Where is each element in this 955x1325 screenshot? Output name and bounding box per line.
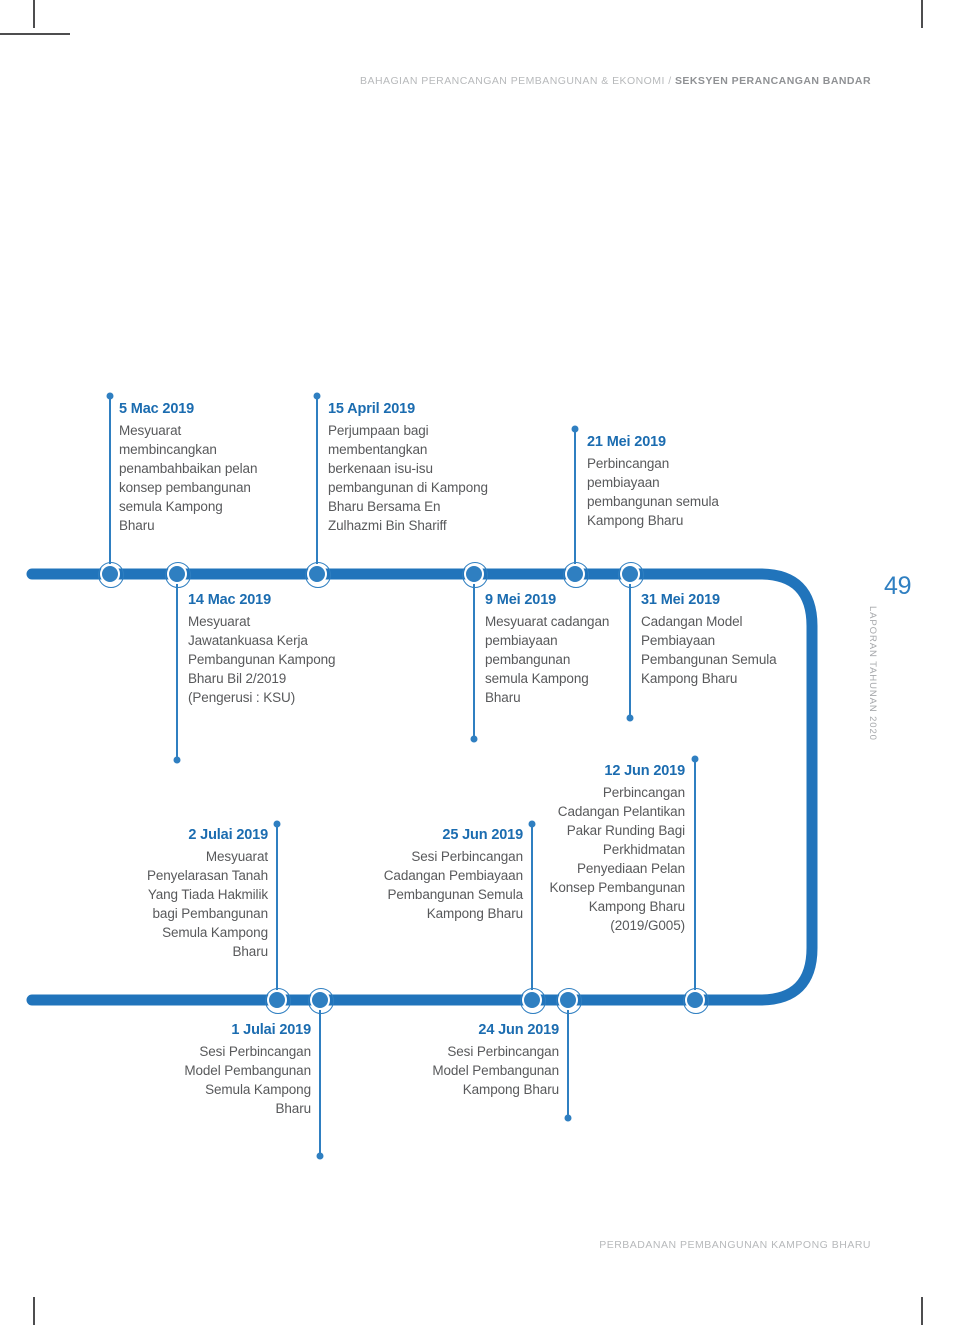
event-description: Mesyuarat cadangan pembiayaan pembanguna… [485,614,610,705]
event-date: 14 Mac 2019 [188,592,271,608]
timeline-event-24-jun-2019: 24 Jun 2019 Sesi Perbincangan Model Pemb… [419,1022,559,1099]
event-date: 9 Mei 2019 [485,592,557,608]
connector-12-jun-2019 [694,758,696,1000]
event-description: Mesyuarat Jawatankuasa Kerja Pembangunan… [188,614,336,705]
timeline-node-25-jun-2019[interactable] [519,987,546,1014]
connector-dot-5-mac-2019 [106,392,114,400]
event-description: Cadangan Model Pembiayaan Pembangunan Se… [641,614,777,686]
connector-dot-2-julai-2019 [273,820,281,828]
running-header-prefix: BAHAGIAN PERANCANGAN PEMBANGUNAN & EKONO… [360,75,675,87]
connector-25-jun-2019 [531,823,533,1000]
timeline-node-12-jun-2019[interactable] [682,987,709,1014]
running-footer: PERBADANAN PEMBANGUNAN KAMPONG BHARU [599,1239,871,1251]
event-description: Sesi Perbincangan Model Pembangunan Kamp… [432,1044,559,1097]
connector-dot-9-mei-2019 [470,735,478,743]
connector-dot-31-mei-2019 [626,714,634,722]
connector-dot-1-julai-2019 [316,1152,324,1160]
running-header: BAHAGIAN PERANCANGAN PEMBANGUNAN & EKONO… [0,75,871,87]
timeline-node-2-julai-2019[interactable] [264,987,291,1014]
connector-dot-25-jun-2019 [528,820,536,828]
event-description: Sesi Perbincangan Model Pembangunan Semu… [184,1044,311,1116]
timeline-node-31-mei-2019[interactable] [617,561,644,588]
event-description: Mesyuarat membincangkan penambahbaikan p… [119,423,258,533]
timeline-event-5-mac-2019: 5 Mac 2019 Mesyuarat membincangkan penam… [119,401,259,535]
event-date: 15 April 2019 [328,401,415,417]
connector-14-mac-2019 [176,574,178,761]
page-number: 49 [884,572,912,600]
timeline-node-1-julai-2019[interactable] [307,987,334,1014]
connector-dot-15-april-2019 [313,392,321,400]
event-date: 12 Jun 2019 [604,763,685,779]
crop-mark-top-left-horizontal [0,33,70,35]
crop-mark-top-left-vertical [33,0,35,28]
event-description: Perbincangan pembiayaan pembangunan semu… [587,456,719,528]
event-date: 2 Julai 2019 [188,827,268,843]
event-description: Perbincangan Cadangan Pelantikan Pakar R… [549,785,685,933]
connector-2-julai-2019 [276,823,278,1000]
event-date: 5 Mac 2019 [119,401,195,417]
event-description: Perjumpaan bagi membentangkan berkenaan … [328,423,488,533]
event-date: 1 Julai 2019 [231,1022,311,1038]
timeline-event-9-mei-2019: 9 Mei 2019 Mesyuarat cadangan pembiayaan… [485,592,610,707]
connector-31-mei-2019 [629,574,631,719]
timeline-node-21-mei-2019[interactable] [562,561,589,588]
connector-1-julai-2019 [319,1000,321,1157]
crop-mark-bottom-left-vertical [33,1297,35,1325]
timeline-node-9-mei-2019[interactable] [461,561,488,588]
connector-21-mei-2019 [574,428,576,574]
timeline-event-21-mei-2019: 21 Mei 2019 Perbincangan pembiayaan pemb… [587,434,722,530]
crop-mark-top-right-vertical [921,0,923,28]
event-description: Sesi Perbincangan Cadangan Pembiayaan Pe… [383,849,523,921]
connector-dot-24-jun-2019 [564,1114,572,1122]
connector-24-jun-2019 [567,1000,569,1119]
running-header-section: SEKSYEN PERANCANGAN BANDAR [674,75,871,87]
timeline-event-25-jun-2019: 25 Jun 2019 Sesi Perbincangan Cadangan P… [383,827,523,923]
timeline-node-24-jun-2019[interactable] [555,987,582,1014]
report-side-label: LAPORAN TAHUNAN 2020 [867,606,878,741]
event-date: 25 Jun 2019 [442,827,523,843]
connector-dot-14-mac-2019 [173,756,181,764]
timeline-event-31-mei-2019: 31 Mei 2019 Cadangan Model Pembiayaan Pe… [641,592,786,688]
timeline-event-12-jun-2019: 12 Jun 2019 Perbincangan Cadangan Pelant… [545,763,685,935]
connector-5-mac-2019 [109,395,111,574]
crop-mark-bottom-right-vertical [921,1297,923,1325]
timeline-node-15-april-2019[interactable] [304,561,331,588]
connector-dot-12-jun-2019 [691,755,699,763]
timeline-event-1-julai-2019: 1 Julai 2019 Sesi Perbincangan Model Pem… [171,1022,311,1118]
event-date: 21 Mei 2019 [587,434,666,450]
connector-9-mei-2019 [473,574,475,740]
event-date: 24 Jun 2019 [478,1022,559,1038]
timeline-node-14-mac-2019[interactable] [164,561,191,588]
timeline-node-5-mac-2019[interactable] [97,561,124,588]
timeline-event-2-julai-2019: 2 Julai 2019 Mesyuarat Penyelarasan Tana… [128,827,268,961]
connector-15-april-2019 [316,395,318,574]
timeline-event-15-april-2019: 15 April 2019 Perjumpaan bagi membentang… [328,401,488,535]
event-description: Mesyuarat Penyelarasan Tanah Yang Tiada … [146,849,268,959]
timeline-event-14-mac-2019: 14 Mac 2019 Mesyuarat Jawatankuasa Kerja… [188,592,338,707]
connector-dot-21-mei-2019 [571,425,579,433]
event-date: 31 Mei 2019 [641,592,720,608]
